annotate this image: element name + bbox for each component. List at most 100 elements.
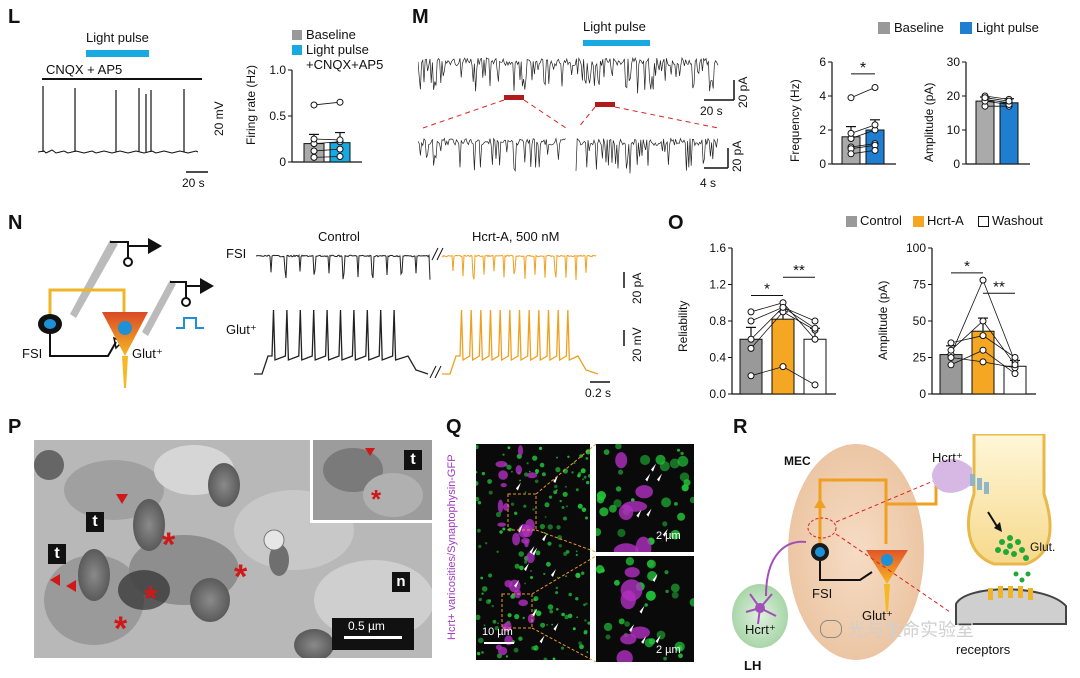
firing-rate-chart: 00.51.0	[269, 63, 362, 169]
pair-line	[313, 156, 341, 158]
gfp-puncta	[543, 532, 546, 534]
svg-text:*: *	[162, 526, 176, 564]
gfp-puncta	[505, 655, 508, 658]
gfp-puncta	[491, 604, 494, 608]
gfp-puncta	[575, 572, 581, 578]
gfp-puncta	[488, 573, 493, 578]
gfp-puncta	[640, 454, 651, 466]
hcrt-varicosity	[622, 501, 648, 512]
gfp-puncta	[689, 496, 694, 504]
gfp-puncta	[481, 651, 484, 654]
scale-text-Q-inset2: 2 µm	[656, 644, 681, 656]
gfp-puncta	[476, 444, 479, 450]
ylabel-amplitude-O: Amplitude (pA)	[876, 280, 890, 360]
gfp-puncta	[671, 591, 679, 599]
gfp-puncta	[568, 592, 572, 597]
arrowhead	[657, 473, 663, 482]
sig-star: **	[793, 262, 805, 279]
data-point	[979, 276, 987, 284]
gfp-puncta	[609, 504, 617, 513]
arrowhead	[532, 547, 538, 556]
gfp-puncta	[689, 598, 694, 607]
gfp-puncta	[548, 495, 553, 499]
firing-trace-L	[38, 86, 208, 173]
trace-full	[418, 56, 719, 94]
reliability-chart: 0.00.40.81.21.6***	[709, 241, 836, 401]
hcrt-varicosity	[518, 445, 523, 457]
gfp-puncta	[577, 472, 582, 476]
arrowhead	[650, 463, 656, 472]
y-tick-label: 30	[947, 55, 961, 69]
gfp-puncta	[543, 572, 546, 576]
gfp-puncta	[518, 636, 523, 641]
light-pulse-bar	[86, 50, 149, 57]
scale-voltage-L: 20 mV	[212, 101, 226, 136]
y-tick-label: 50	[913, 314, 927, 328]
scale-bar-Q-main	[484, 642, 514, 644]
sig-star: *	[860, 60, 866, 77]
trace-label-glut: Glut⁺	[226, 322, 257, 337]
gfp-puncta	[478, 597, 482, 602]
glut-label-R: Glut⁺	[862, 608, 893, 623]
data-point	[979, 346, 987, 354]
gfp-puncta	[575, 553, 578, 557]
gfp-puncta	[585, 449, 590, 455]
gfp-puncta	[551, 623, 554, 626]
scale-current-N: 20 pA	[630, 272, 644, 304]
gfp-puncta	[485, 542, 488, 545]
y-tick-label: 0	[919, 387, 926, 401]
data-point	[747, 317, 755, 325]
gfp-puncta	[514, 511, 518, 515]
y-tick-label: 4	[819, 89, 826, 103]
gfp-puncta	[560, 646, 565, 650]
gfp-puncta	[477, 501, 482, 505]
gfp-puncta	[488, 490, 493, 495]
gfp-puncta	[645, 590, 656, 601]
gfp-puncta	[561, 506, 565, 509]
gfp-puncta	[478, 544, 482, 549]
gfp-puncta	[583, 603, 586, 607]
gfp-puncta	[552, 657, 556, 660]
hcrt-label: Hcrt-A, 500 nM	[472, 229, 560, 244]
gfp-puncta	[556, 525, 561, 530]
gfp-puncta	[481, 586, 488, 592]
pair-line	[313, 138, 341, 141]
hcrt-varicosity	[615, 452, 628, 469]
gfp-puncta	[663, 656, 667, 661]
gfp-puncta	[481, 592, 484, 595]
y-tick-label: 20	[947, 89, 961, 103]
gfp-puncta	[587, 621, 590, 625]
legend-light-pulse: Light pulse	[306, 42, 369, 57]
data-point	[979, 332, 987, 340]
bar-baseline	[975, 100, 995, 165]
legend-control: Control	[860, 213, 902, 228]
arrowhead	[636, 509, 642, 518]
arrowhead	[529, 545, 535, 554]
gfp-puncta	[584, 619, 587, 622]
gfp-puncta	[539, 446, 543, 450]
gfp-puncta	[547, 524, 553, 530]
gfp-puncta	[494, 626, 499, 631]
data-point	[1011, 370, 1019, 378]
data-point	[1011, 361, 1019, 369]
circuit-schematic-N	[38, 238, 214, 388]
gfp-puncta	[532, 455, 538, 461]
glut-trace-hcrt	[442, 309, 599, 375]
data-point	[310, 101, 318, 109]
data-point	[336, 152, 344, 160]
arrowhead	[553, 622, 559, 631]
legend-swatch-light-M	[960, 22, 972, 34]
y-tick-label: 6	[819, 55, 826, 69]
y-tick-label: 1.2	[709, 278, 726, 292]
ylabel-frequency: Frequency (Hz)	[788, 79, 802, 162]
gfp-puncta	[618, 469, 624, 475]
arrowhead	[515, 482, 521, 491]
gfp-puncta	[539, 523, 545, 530]
arrowhead	[523, 563, 529, 572]
y-tick-label: 10	[947, 123, 961, 137]
legend-swatch-baseline-M	[878, 22, 890, 34]
hcrt-varicosity	[501, 623, 508, 631]
gfp-puncta	[514, 614, 520, 620]
hcrt-lh-label: Hcrt⁺	[745, 622, 776, 637]
data-point	[336, 98, 344, 106]
